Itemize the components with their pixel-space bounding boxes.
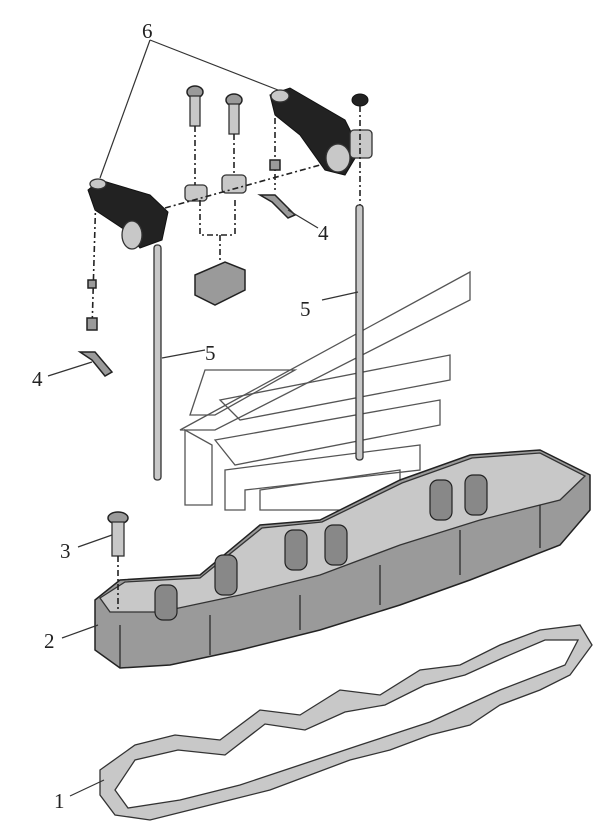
callout-1: 1: [54, 789, 65, 813]
watermark-logo: [179, 270, 471, 511]
callout-5-right: 5: [300, 297, 311, 321]
rocker-shaft-and-pedestal: [164, 85, 321, 306]
callout-5-left: 5: [205, 341, 216, 365]
push-rod-right: [355, 204, 364, 461]
gasket: [99, 624, 593, 821]
callout-3: 3: [60, 539, 71, 563]
rocker-arm-right: [257, 87, 373, 219]
callout-4-right: 4: [318, 221, 329, 245]
bolt: [107, 511, 129, 612]
push-rod-left: [153, 244, 162, 481]
valve-cover-housing: [94, 449, 591, 669]
callout-4-left: 4: [32, 367, 43, 391]
leader-lines: [47, 39, 359, 797]
callout-2: 2: [44, 629, 55, 653]
rocker-arm-left: [77, 178, 169, 377]
callout-6: 6: [142, 19, 153, 43]
